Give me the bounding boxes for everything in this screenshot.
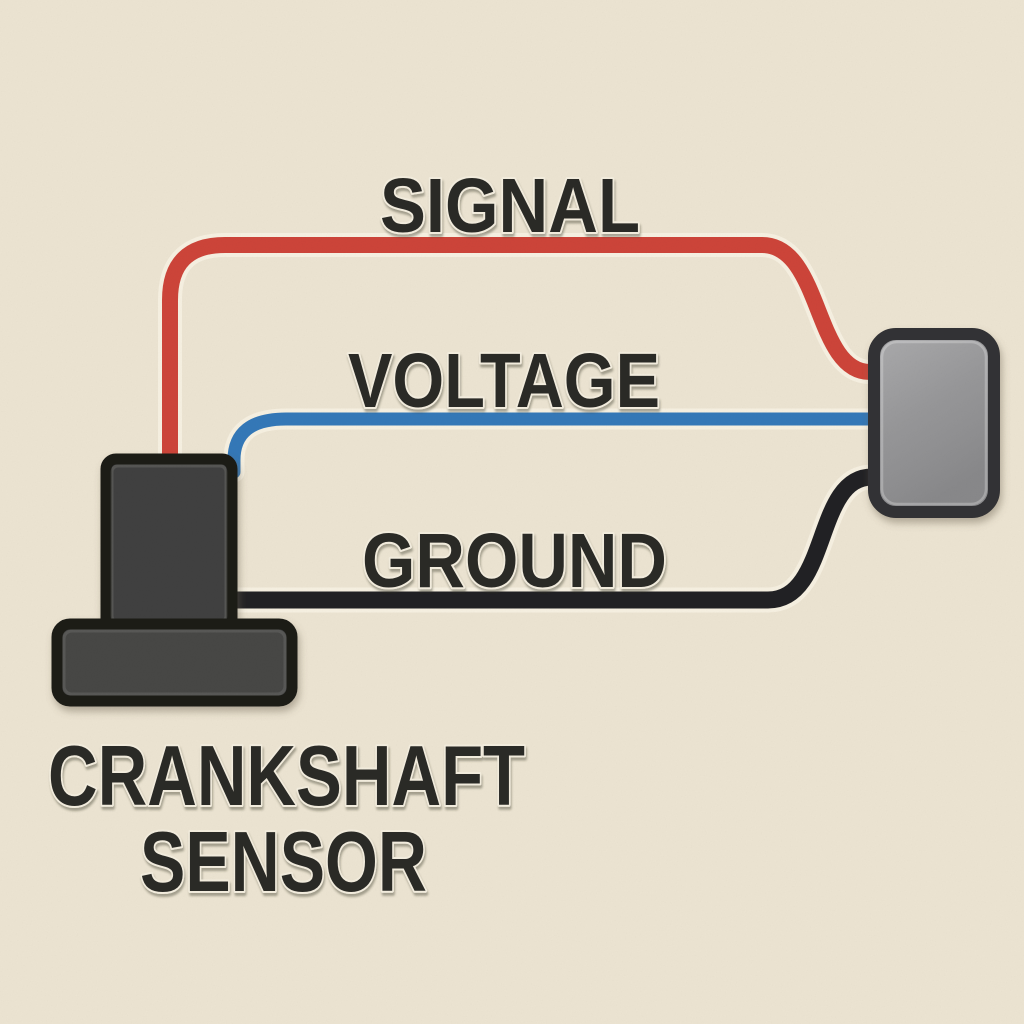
wiring-diagram: SIGNAL VOLTAGE GROUND CRANKSHAFT SENSOR bbox=[0, 0, 1024, 1024]
diagram-canvas: SIGNAL VOLTAGE GROUND CRANKSHAFT SENSOR bbox=[0, 0, 1024, 1024]
paper-texture bbox=[0, 0, 1024, 1024]
